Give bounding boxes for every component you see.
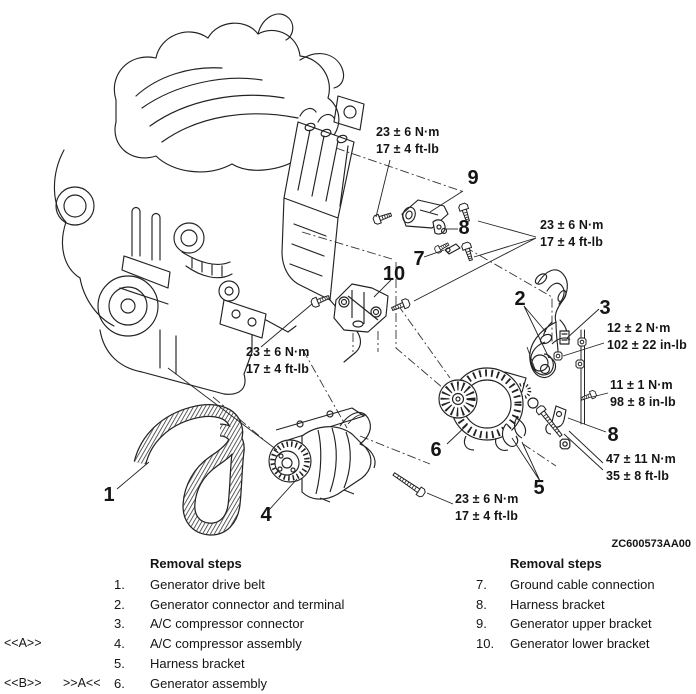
step-number: 2. [114,596,125,612]
torque-compressor-bolt: 23 ± 6 N·m 17 ± 4 ft-lb [455,491,518,525]
step-number: 3. [114,616,125,632]
torque-line-ftlb: 17 ± 4 ft-lb [455,509,518,523]
engine-diagram-art [53,13,609,536]
torque-line-nm: 23 ± 6 N·m [246,345,310,359]
torque-line-nm: 23 ± 6 N·m [540,218,604,232]
step-label: Ground cable connection [510,577,655,592]
step-marker: <<A>> [4,636,42,651]
torque-line-nm: 11 ± 1 N·m [610,378,673,392]
removal-steps-left-header: Removal steps [150,556,242,571]
generator-drive-belt-art [133,404,245,536]
torque-line-ftlb: 17 ± 4 ft-lb [246,362,309,376]
torque-line-nm: 23 ± 6 N·m [455,492,519,506]
step-label: Harness bracket [150,655,245,671]
callout-number: 6 [430,439,442,461]
step-label: Generator drive belt [150,577,265,592]
step-number: 1. [114,577,125,592]
step-marker: <<B>> [4,675,42,690]
step-number: 7. [476,577,487,592]
engine-assembly-art [53,13,365,395]
callout-number: 1 [103,484,115,506]
step-number: 8. [476,596,487,612]
step-label: A/C compressor connector [150,616,304,632]
callout-number: 8 [607,424,619,446]
callout-number: 7 [413,248,425,270]
removal-steps-left: Removal steps 1. Generator drive belt 2. Ge… [4,556,404,692]
step-number: 6. [114,675,125,691]
removal-steps-right-header: Removal steps [510,556,602,571]
callout-number: 4 [260,504,272,526]
torque-line-nm: 12 ± 2 N·m [607,321,671,335]
callout-number: 8 [458,217,470,239]
torque-line-ftlb: 98 ± 8 in-lb [610,395,676,409]
torque-line-nm: 23 ± 6 N·m [376,125,440,139]
step-number: 10. [476,636,495,652]
step-number: 9. [476,616,487,632]
leader-lines [116,159,609,511]
torque-line-ftlb: 17 ± 4 ft-lb [540,235,603,249]
generator-art [438,337,571,451]
step-label: Harness bracket [510,596,605,612]
harness-art [529,269,587,425]
step-number: 4. [114,636,125,652]
callout-number: 10 [382,263,406,285]
step-label: Generator connector and terminal [150,596,345,612]
step-label: Generator lower bracket [510,636,650,652]
torque-line-ftlb: 17 ± 4 ft-lb [376,142,439,156]
step-marker: >>A<< [63,675,101,690]
removal-steps-right: Removal steps 7. Ground cable connection 8… [476,556,692,656]
torque-generator-pivot-stud: 47 ± 11 N·m 35 ± 8 ft-lb [606,451,676,485]
step-label: Generator assembly [150,675,268,691]
callout-number: 5 [533,477,545,499]
torque-line-nm: 47 ± 11 N·m [606,452,676,466]
ac-compressor-art [268,407,376,503]
torque-generator-upper-bracket-bolt: 23 ± 6 N·m 17 ± 4 ft-lb [376,124,439,158]
generator-upper-bracket-art [401,199,461,255]
figure-code: ZC600573AA00 [611,538,692,550]
torque-terminal-nut: 12 ± 2 N·m 102 ± 22 in-lb [607,320,687,354]
callout-number: 9 [467,167,479,189]
torque-line-ftlb: 102 ± 22 in-lb [607,338,687,352]
phantom-lines [212,147,557,467]
torque-harness-bracket-bolt: 11 ± 1 N·m 98 ± 8 in-lb [610,377,676,411]
torque-line-ftlb: 35 ± 8 ft-lb [606,469,669,483]
torque-bracket-bolts-right: 23 ± 6 N·m 17 ± 4 ft-lb [540,217,603,251]
step-label: A/C compressor assembly [150,636,302,652]
callout-number: 3 [599,297,611,319]
step-number: 5. [114,655,125,671]
torque-generator-lower-bracket-bolt: 23 ± 6 N·m 17 ± 4 ft-lb [246,344,309,378]
step-label: Generator upper bracket [510,616,652,632]
callout-number: 2 [514,288,526,310]
